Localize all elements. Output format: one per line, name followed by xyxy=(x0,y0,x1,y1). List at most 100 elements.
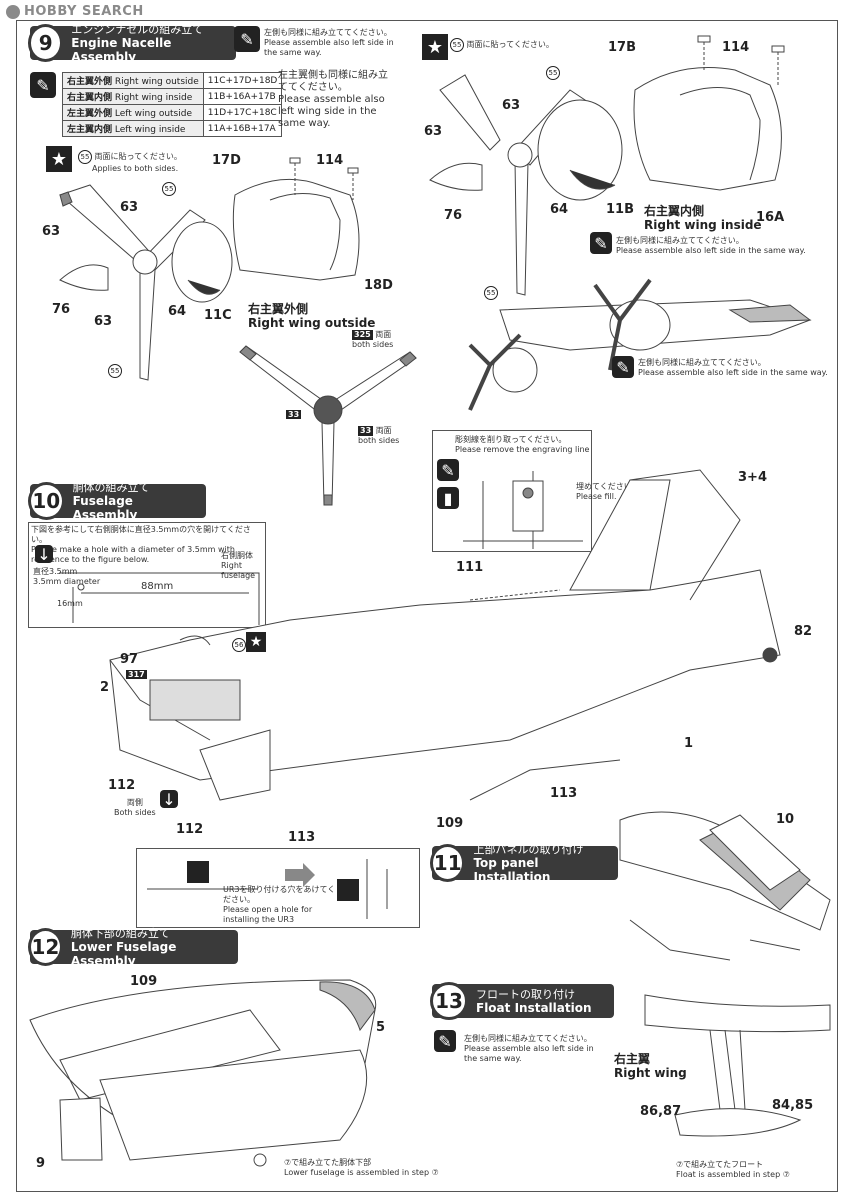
decal-56-marker: 56 xyxy=(232,638,246,652)
propeller-decal-drawing xyxy=(239,345,417,506)
hole-inset: 下図を参考にして右側胴体に直径3.5mmの穴を開けてください。 Please m… xyxy=(28,522,266,628)
table-cell-label: 右主翼外側 Right wing outside xyxy=(62,72,204,89)
guide-line xyxy=(469,589,561,601)
engraving-detail xyxy=(463,471,583,549)
hole-diagram xyxy=(59,572,260,625)
page-frame xyxy=(16,20,838,1192)
ur3-note: UR3を取り付ける穴をあけてください。 Please open a hole f… xyxy=(223,885,343,925)
hole-note-jp: 下図を参考にして右側胴体に直径3.5mmの穴を開けてください。 xyxy=(31,525,251,544)
step13-header: 13 フロートの取り付け Float Installation xyxy=(430,982,614,1020)
lower-fuselage-note: ⑦で組み立てた胴体下部 Lower fuselage is assembled … xyxy=(284,1158,439,1178)
part-9: 9 xyxy=(36,1156,46,1171)
nacelle-front xyxy=(537,99,623,201)
label-en: Right wing inside xyxy=(114,93,193,103)
step12-header: 12 胴体下部の組み立て Lower Fuselage Assembly xyxy=(28,927,238,968)
float-note: ⑦で組み立てたフロート Float is assembled in step ⑦ xyxy=(676,1160,790,1180)
part-11b: 11B xyxy=(606,202,634,217)
step13-title-en: Float Installation xyxy=(476,1000,592,1015)
hole-note-en: Please make a hole with a diameter of 3.… xyxy=(31,545,235,564)
part-1: 1 xyxy=(684,736,694,751)
propeller-hub xyxy=(132,249,158,275)
step11-header: 11 上部パネルの取り付け Top panel Installation xyxy=(430,843,618,884)
label-jp: 右主翼外側 xyxy=(67,77,113,87)
wing-note-jp: 左側も同様に組み立ててください。 xyxy=(638,358,766,367)
decal-33: 33 xyxy=(358,426,374,436)
right-note-jp: 左側も同様に組み立ててください。 xyxy=(616,236,744,245)
part-82-piece xyxy=(762,647,778,663)
top-panel xyxy=(709,814,801,891)
step9-table-note-en: Please assemble also left wing side in t… xyxy=(278,94,385,129)
engraving-note: 彫刻線を削り取ってください。 Please remove the engravi… xyxy=(455,435,589,455)
intake-shade xyxy=(187,279,221,295)
part-112: 112 xyxy=(176,822,204,837)
decal-325-en: both sides xyxy=(352,340,394,349)
step9-title-jp: エンジンナセルの組み立て xyxy=(71,22,204,36)
part-63: 63 xyxy=(424,124,443,139)
both-sides-note: 両側 Both sides xyxy=(114,798,156,818)
step10-title-jp: 胴体の組み立て xyxy=(72,480,150,494)
blade-tip xyxy=(59,191,73,207)
site-logo: HOBBY SEARCH xyxy=(6,4,144,19)
decal-55-marker: 55 xyxy=(450,38,464,52)
paint-brush-icon: ✎ xyxy=(437,459,459,481)
nose-shade xyxy=(319,981,376,1032)
float xyxy=(674,1108,802,1137)
part-64: 64 xyxy=(168,304,187,319)
paint-brush-icon: ✎ xyxy=(434,1030,456,1052)
decal-33: 33 xyxy=(286,410,302,419)
part-2: 2 xyxy=(100,680,110,695)
wing-note: 左側も同様に組み立ててください。 Please assemble also le… xyxy=(638,358,828,378)
right-fuselage-label: 右側胴体 Right fuselage xyxy=(221,551,265,581)
propeller-blade xyxy=(139,264,156,381)
step12-title-en: Lower Fuselage Assembly xyxy=(70,939,177,968)
step9-note-en: Please assemble also left side in the sa… xyxy=(264,38,394,57)
decal-55-marker: 55 xyxy=(108,364,122,378)
step13-note-en: Please assemble also left side in the sa… xyxy=(464,1044,594,1063)
decal-325-note: 325 両面 both sides xyxy=(352,330,393,350)
table-cell-label: 右主翼内側 Right wing inside xyxy=(62,88,204,105)
float-note-jp: ⑦で組み立てたフロート xyxy=(676,1160,764,1169)
label-en: Right wing outside xyxy=(114,77,199,87)
star-icon: ★ xyxy=(46,146,72,172)
site-logo-text: HOBBY SEARCH xyxy=(24,4,144,19)
table-cell-parts: 11D+17C+18C xyxy=(202,104,283,121)
star-note-jp: 両面に貼ってください。 xyxy=(94,152,182,161)
decal-325-jp: 両面 xyxy=(375,330,392,339)
part-16a: 16A xyxy=(756,210,785,225)
both-sides-en: Both sides xyxy=(114,808,156,817)
nacelle-front xyxy=(171,221,233,303)
drill-icon: ↓ xyxy=(35,545,53,564)
diameter-jp: 直径3.5mm xyxy=(33,567,78,576)
cowling xyxy=(232,178,360,281)
part-82: 82 xyxy=(794,624,813,639)
panel-line xyxy=(366,859,388,919)
label-en: Left wing outside xyxy=(114,109,193,119)
part-64: 64 xyxy=(550,202,569,217)
step12-number: 12 xyxy=(28,928,63,966)
fill-note-jp: 埋めてください。 xyxy=(576,482,640,491)
part-63: 63 xyxy=(502,98,521,113)
fuselage-drawing xyxy=(109,469,781,801)
propeller xyxy=(468,333,522,411)
canopy-part xyxy=(179,635,211,646)
star-icon: ★ xyxy=(246,632,266,652)
decal-33-en: both sides xyxy=(358,436,400,445)
blade-stripe xyxy=(399,351,417,367)
panel xyxy=(512,480,544,532)
right-fuselage-jp: 右側胴体 xyxy=(221,551,253,560)
label-jp: 左主翼内側 xyxy=(67,125,113,135)
right-note-en: Please assemble also left side in the sa… xyxy=(616,246,806,255)
nacelle-outside-drawing xyxy=(59,157,360,381)
step10-number: 10 xyxy=(28,482,65,520)
decal-33-jp: 両面 xyxy=(375,426,392,435)
engraving-note-jp: 彫刻線を削り取ってください。 xyxy=(455,435,567,444)
propeller-blade xyxy=(439,74,501,151)
engraving-note-en: Please remove the engraving line xyxy=(455,445,590,454)
step9-table-note-jp: 左主翼側も同様に組み立ててください。 xyxy=(278,70,388,93)
part-109: 109 xyxy=(436,816,464,831)
part-84-85: 84,85 xyxy=(772,1098,814,1113)
wing-engines-drawing xyxy=(468,278,812,411)
